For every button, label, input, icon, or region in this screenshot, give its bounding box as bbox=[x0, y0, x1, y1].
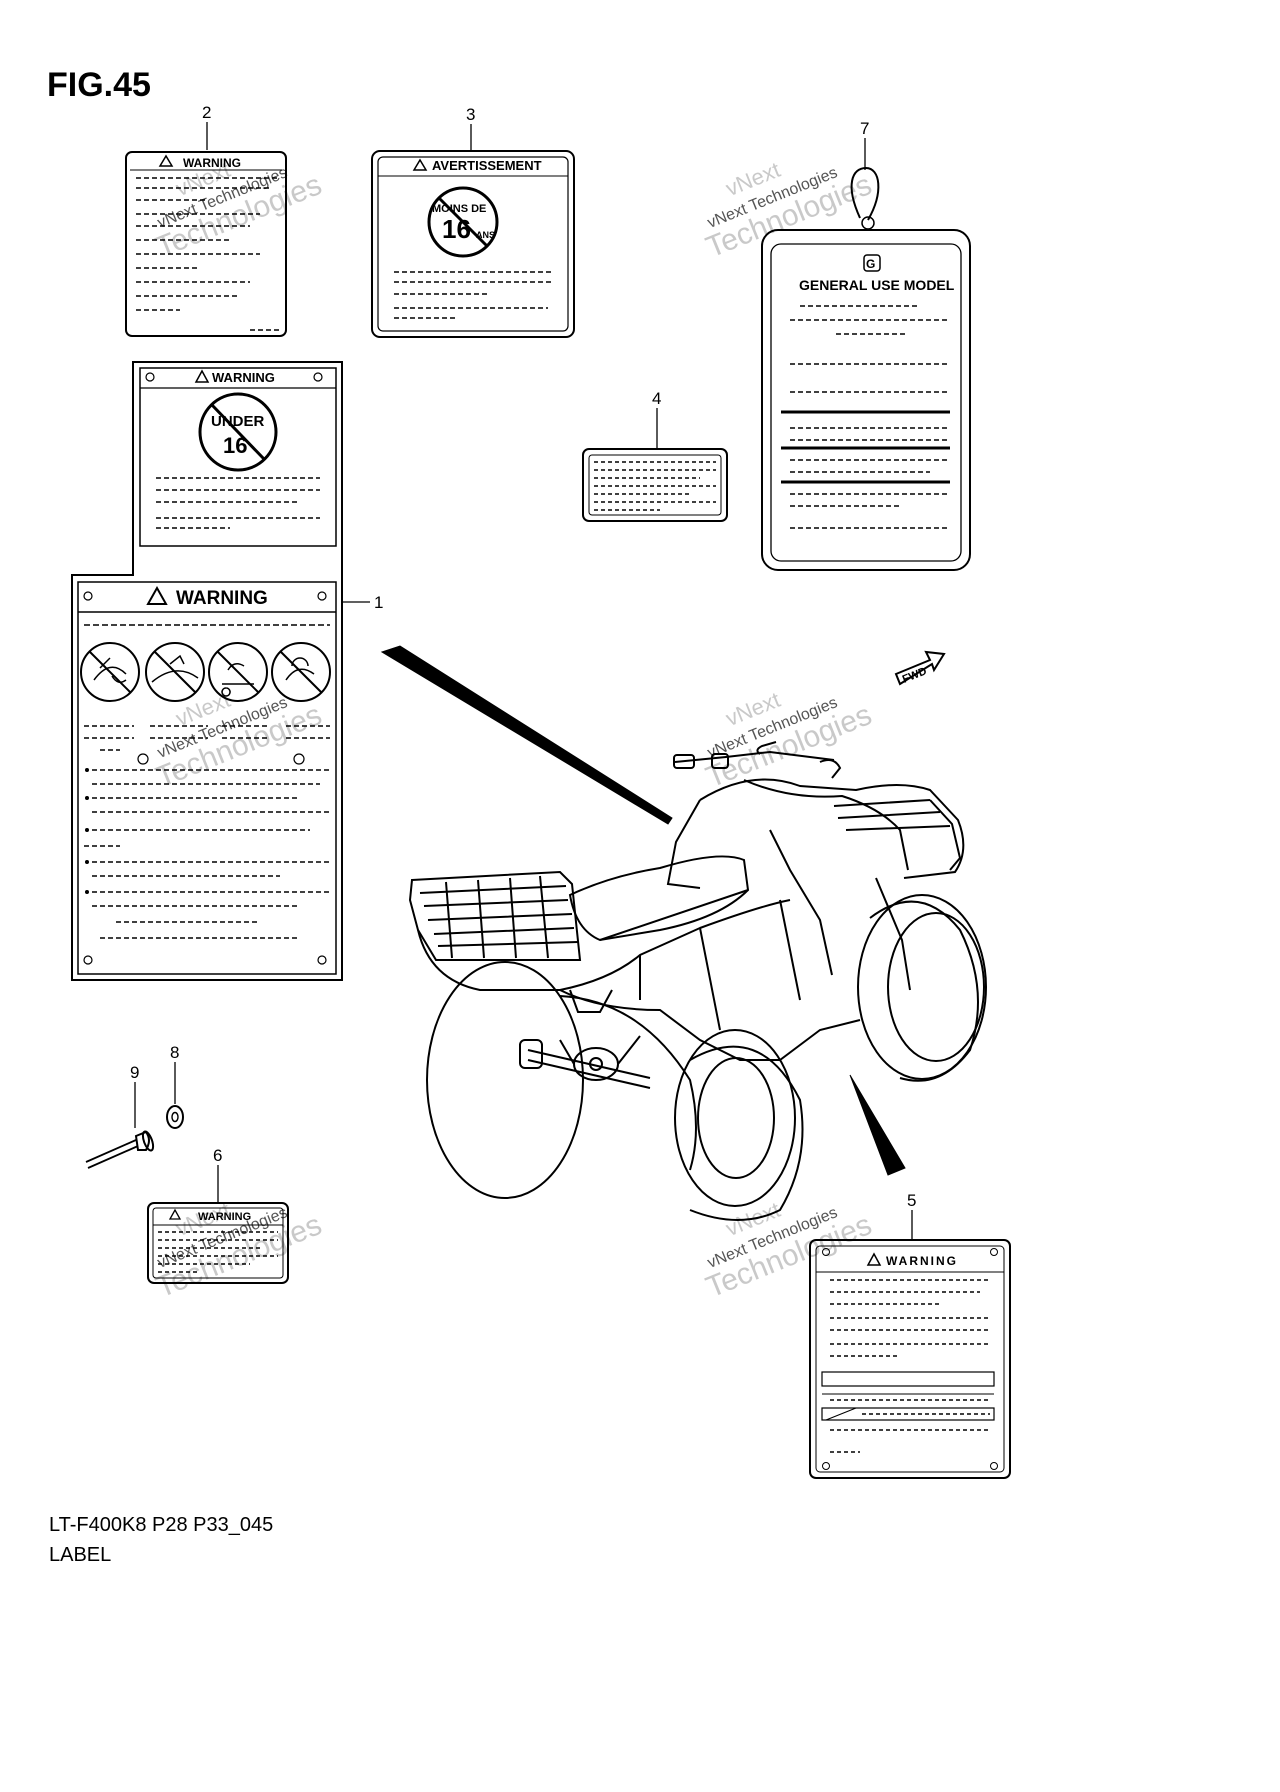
label-3: AVERTISSEMENT MOINS DE 16 ANS bbox=[371, 150, 575, 338]
leader-lines bbox=[134, 122, 913, 1240]
label-3-title: AVERTISSEMENT bbox=[432, 158, 542, 173]
model-code: LT-F400K8 P28 P33_045 bbox=[49, 1514, 274, 1536]
figure-title: FIG.45 bbox=[47, 66, 151, 104]
label-2-text-lines bbox=[136, 177, 280, 331]
label-1-main-title: WARNING bbox=[176, 588, 268, 609]
pointer-label-1 bbox=[380, 645, 673, 825]
label-4 bbox=[582, 448, 728, 522]
callout-8: 8 bbox=[170, 1043, 179, 1062]
callout-numbers: 2 3 7 4 1 5 6 8 9 bbox=[130, 103, 916, 1210]
label-1: WARNING UNDER 16 bbox=[71, 361, 343, 981]
no-passenger-icon bbox=[80, 642, 140, 702]
callout-9: 9 bbox=[130, 1063, 139, 1082]
label-7-title: GENERAL USE MODEL bbox=[799, 277, 955, 293]
svg-text:FWD: FWD bbox=[901, 665, 929, 686]
label-2-title: WARNING bbox=[183, 156, 241, 170]
fwd-arrow-icon: FWD bbox=[894, 650, 946, 686]
prohibition-pictograms bbox=[80, 642, 331, 702]
callout-3: 3 bbox=[466, 105, 475, 124]
g-mark-icon: G bbox=[866, 257, 875, 271]
no-paved-road-icon bbox=[145, 642, 205, 702]
callout-7: 7 bbox=[860, 119, 869, 138]
svg-text:MOINS DE: MOINS DE bbox=[432, 203, 486, 215]
atv-vehicle bbox=[408, 741, 987, 1221]
svg-text:ANS: ANS bbox=[476, 230, 495, 240]
label-6-title: WARNING bbox=[198, 1211, 251, 1223]
callout-4: 4 bbox=[652, 389, 661, 408]
watermark: vNext vNext Technologies Technologies bbox=[701, 1197, 876, 1304]
label-6: WARNING bbox=[147, 1202, 289, 1284]
no-under-16-icon: UNDER 16 bbox=[198, 392, 278, 472]
label-1-top-title: WARNING bbox=[212, 370, 275, 385]
svg-text:16: 16 bbox=[442, 214, 471, 244]
figure-caption: LABEL bbox=[49, 1544, 112, 1566]
watermark: vNext vNext Technologies Technologies bbox=[701, 687, 876, 794]
label-7-hang-tag: G GENERAL USE MODEL bbox=[761, 166, 971, 571]
label-5-title: WARNING bbox=[886, 1254, 958, 1268]
watermark: vNext vNext Technologies Technologies bbox=[151, 157, 326, 264]
callout-6: 6 bbox=[213, 1146, 222, 1165]
callout-5: 5 bbox=[907, 1191, 916, 1210]
washer-part-8 bbox=[166, 1105, 184, 1129]
svg-text:16: 16 bbox=[223, 433, 247, 458]
rivet-part-9 bbox=[85, 1130, 155, 1169]
pointer-label-5 bbox=[849, 1074, 906, 1176]
svg-text:UNDER: UNDER bbox=[211, 413, 265, 430]
callout-2: 2 bbox=[202, 103, 211, 122]
no-moins-16-icon: MOINS DE 16 ANS bbox=[427, 186, 499, 258]
no-helmet-icon bbox=[271, 642, 331, 702]
no-alcohol-icon bbox=[208, 642, 268, 702]
callout-1: 1 bbox=[374, 593, 383, 612]
label-5: WARNING bbox=[809, 1239, 1011, 1479]
label-2: WARNING bbox=[125, 151, 287, 337]
